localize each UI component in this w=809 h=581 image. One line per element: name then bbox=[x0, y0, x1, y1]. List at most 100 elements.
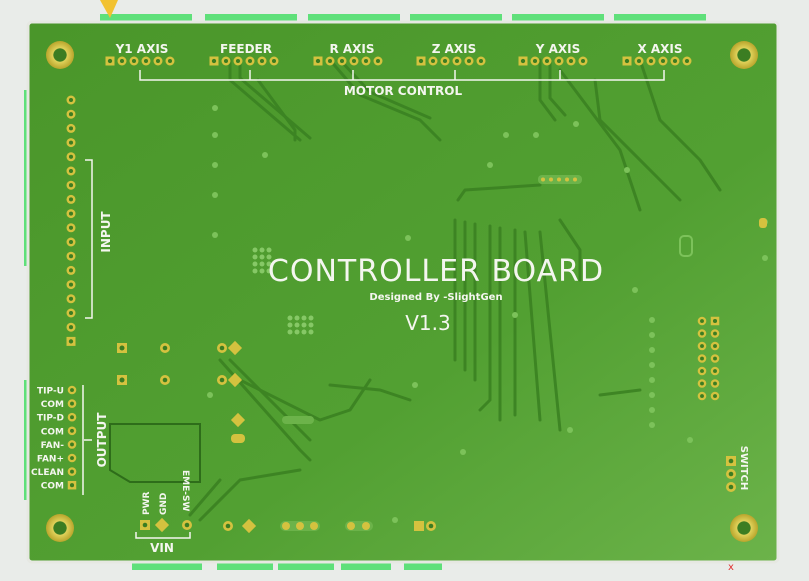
board-title: CONTROLLER BOARD bbox=[268, 254, 604, 289]
pad-hole bbox=[700, 356, 704, 361]
pad-hole bbox=[211, 58, 217, 64]
output-pin-label: COM bbox=[41, 482, 64, 492]
pad-hole bbox=[700, 331, 704, 336]
pad-hole bbox=[70, 401, 74, 406]
pad-hole bbox=[672, 58, 678, 64]
pad-hole bbox=[68, 197, 74, 202]
chip-outline bbox=[109, 423, 201, 483]
pad-hole bbox=[247, 58, 253, 64]
pad-hole bbox=[648, 58, 654, 64]
pad-hole bbox=[70, 428, 74, 433]
vin-pin-gnd: GND bbox=[159, 493, 169, 515]
pad-hole bbox=[259, 58, 265, 64]
header-label-x: X AXIS bbox=[637, 42, 682, 56]
pad-hole bbox=[119, 58, 125, 64]
input-bracket bbox=[85, 159, 93, 319]
small-row-header bbox=[538, 175, 582, 184]
output-pin-label: COM bbox=[41, 427, 64, 437]
pad-hole bbox=[700, 319, 704, 323]
pad-hole bbox=[532, 58, 538, 64]
via-cluster-center bbox=[287, 315, 314, 335]
bottom-header-pins bbox=[223, 518, 436, 534]
pad-hole bbox=[68, 97, 74, 103]
board-designer: Designed By -SlightGen bbox=[369, 292, 502, 303]
edge-connectors-bottom bbox=[132, 560, 442, 570]
board-version: V1.3 bbox=[405, 311, 451, 335]
pad-hole bbox=[107, 58, 113, 64]
pad-hole bbox=[363, 58, 369, 64]
pad-hole bbox=[271, 58, 277, 64]
via-cluster-left bbox=[252, 247, 272, 274]
pad-hole bbox=[700, 344, 704, 348]
header-label-r: R AXIS bbox=[329, 42, 374, 56]
pad-hole bbox=[466, 58, 472, 64]
pad-hole bbox=[375, 58, 381, 64]
pad-hole bbox=[556, 58, 562, 64]
pad-hole bbox=[235, 58, 241, 64]
pad-hole bbox=[713, 381, 717, 386]
pad-hole bbox=[544, 58, 550, 64]
pad-hole bbox=[70, 456, 74, 460]
pcb-board bbox=[26, 20, 780, 564]
pad-hole bbox=[69, 483, 75, 488]
pad-hole bbox=[636, 58, 642, 64]
pad-hole bbox=[351, 58, 357, 64]
edge-connectors-top bbox=[100, 14, 706, 24]
pad-hole bbox=[580, 58, 586, 64]
pad-hole bbox=[700, 381, 704, 386]
pad-hole bbox=[568, 58, 574, 64]
pad-hole bbox=[70, 469, 74, 474]
vin-label: VIN bbox=[150, 541, 174, 555]
pad-hole bbox=[68, 168, 74, 174]
pad-hole bbox=[713, 356, 717, 361]
motor-header-pins bbox=[105, 56, 692, 66]
pad-hole bbox=[713, 331, 717, 336]
pad-hole bbox=[339, 58, 345, 64]
pad-hole bbox=[327, 58, 333, 64]
pad-hole bbox=[68, 112, 74, 117]
pad-hole bbox=[155, 58, 161, 64]
pad-hole bbox=[430, 58, 436, 64]
output-pin-label: COM bbox=[41, 400, 64, 410]
input-header-pins bbox=[66, 95, 76, 346]
pad-hole bbox=[713, 344, 717, 348]
switch-label: SWITCH bbox=[738, 446, 749, 490]
pad-hole bbox=[68, 339, 74, 344]
pad-hole bbox=[68, 211, 74, 216]
component-pads bbox=[117, 218, 767, 443]
pad-hole bbox=[70, 442, 74, 447]
pad-hole bbox=[418, 58, 424, 64]
vin-pins bbox=[140, 517, 192, 533]
pad-hole bbox=[700, 369, 704, 373]
pad-hole bbox=[712, 318, 718, 324]
switch-pins bbox=[726, 456, 736, 492]
header-label-feeder: FEEDER bbox=[220, 42, 272, 56]
output-pin-label: TIP-U bbox=[37, 387, 64, 397]
pad-hole bbox=[713, 394, 717, 398]
pad-hole bbox=[68, 282, 74, 287]
pad-hole bbox=[167, 58, 173, 64]
input-label: INPUT bbox=[99, 211, 113, 253]
pad-hole bbox=[684, 58, 690, 64]
header-label-y: Y AXIS bbox=[535, 42, 581, 56]
pad-hole bbox=[68, 140, 74, 145]
pad-hole bbox=[315, 58, 321, 64]
pad-hole bbox=[713, 369, 717, 373]
pad-hole bbox=[143, 58, 149, 64]
pad-hole bbox=[68, 325, 74, 330]
output-pin-label: CLEAN bbox=[31, 468, 64, 478]
pad-hole bbox=[70, 415, 74, 420]
pad-hole bbox=[442, 58, 448, 64]
corner-mark: x bbox=[728, 562, 734, 573]
corner-marker bbox=[100, 0, 118, 18]
pad-hole bbox=[68, 310, 74, 316]
vin-pin-emesw: EME-SW bbox=[180, 470, 190, 511]
output-pin-label: FAN+ bbox=[37, 455, 64, 465]
output-header-pins bbox=[67, 385, 77, 490]
pad-hole bbox=[520, 58, 526, 64]
motor-control-label: MOTOR CONTROL bbox=[344, 84, 463, 98]
pad-hole bbox=[68, 268, 74, 273]
pad-hole bbox=[624, 58, 630, 64]
